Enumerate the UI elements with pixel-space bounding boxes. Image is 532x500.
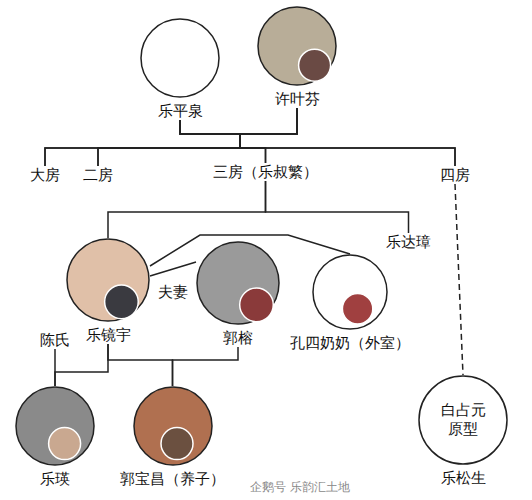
family-link <box>108 181 266 238</box>
actor-inset <box>49 428 81 460</box>
portrait-circle: 白占元 原型乐松生 <box>418 375 508 487</box>
name-text: 郭宝昌（养子） <box>120 470 225 488</box>
name-text: 乐瑛 <box>40 470 70 488</box>
family-link <box>266 181 409 233</box>
actor-inset <box>105 285 139 319</box>
portrait-outline <box>196 241 280 325</box>
portrait-frame <box>140 18 220 98</box>
portrait-photo <box>67 239 149 321</box>
name-text: 乐镜宇 <box>86 326 131 344</box>
portrait-frame <box>312 254 388 330</box>
portrait-frame <box>257 6 337 86</box>
branch-label: 乐达璋 <box>386 233 431 251</box>
branch-label: 三房（乐叔繁） <box>213 163 318 181</box>
family-link <box>108 344 173 386</box>
actor-inset <box>161 428 193 460</box>
family-link <box>98 120 240 166</box>
portrait-circle: 孔四奶奶（外室） <box>290 254 410 352</box>
actor-inset <box>299 49 331 81</box>
family-link <box>173 347 239 386</box>
branch-label: 大房 <box>30 166 60 184</box>
portrait-circle: 乐瑛 <box>15 386 95 488</box>
actor-inset <box>240 288 274 322</box>
portrait-outline <box>312 254 388 330</box>
family-link <box>455 184 463 375</box>
branch-label: 二房 <box>83 166 113 184</box>
name-text: 乐平泉 <box>158 102 203 120</box>
portrait-frame <box>66 238 150 322</box>
family-link <box>240 108 455 166</box>
family-link <box>240 108 297 163</box>
portrait-circle: 郭榕 <box>196 241 280 347</box>
branch-label: 四房 <box>440 166 470 184</box>
portrait-photo <box>141 19 219 97</box>
edge-label: 夫妻 <box>156 283 190 301</box>
family-link <box>180 120 455 166</box>
name-text: 许叶芬 <box>275 90 320 108</box>
family-link <box>45 120 240 166</box>
circle-content: 白占元 原型 <box>418 375 508 465</box>
portrait-frame: 白占元 原型 <box>418 375 508 465</box>
name-text: 郭榕 <box>223 329 253 347</box>
actor-inset <box>342 294 372 324</box>
name-text: 乐松生 <box>441 469 486 487</box>
portrait-circle: 乐平泉 <box>140 18 220 120</box>
name-text: 乐达璋 <box>386 233 431 251</box>
portrait-circle: 许叶芬 <box>257 6 337 108</box>
name-text: 三房（乐叔繁） <box>213 163 318 181</box>
name-text: 孔四奶奶（外室） <box>290 334 410 352</box>
portrait-photo <box>419 376 507 464</box>
portrait-photo <box>134 387 212 465</box>
portrait-frame <box>133 386 213 466</box>
name-text: 四房 <box>440 166 470 184</box>
portrait-circle: 乐镜宇 <box>66 238 150 344</box>
family-link <box>180 120 266 163</box>
family-link <box>150 262 196 276</box>
name-text: 陈氏 <box>40 331 70 349</box>
circle-text: 白占元 原型 <box>438 401 488 439</box>
portrait-frame <box>15 386 95 466</box>
branch-label: 陈氏 <box>40 331 70 349</box>
portrait-photo <box>258 7 336 85</box>
portrait-photo <box>197 242 279 324</box>
portrait-outline <box>133 386 213 466</box>
portrait-photo <box>16 387 94 465</box>
watermark: 企鹅号 乐韵汇土地 <box>250 480 350 494</box>
portrait-circle: 郭宝昌（养子） <box>120 386 225 488</box>
portrait-photo <box>313 255 387 329</box>
family-link <box>55 344 108 386</box>
portrait-outline <box>15 386 95 466</box>
portrait-outline <box>257 6 337 86</box>
portrait-frame <box>196 241 280 325</box>
name-text: 二房 <box>83 166 113 184</box>
portrait-outline <box>140 18 220 98</box>
portrait-outline <box>66 238 150 322</box>
name-text: 大房 <box>30 166 60 184</box>
